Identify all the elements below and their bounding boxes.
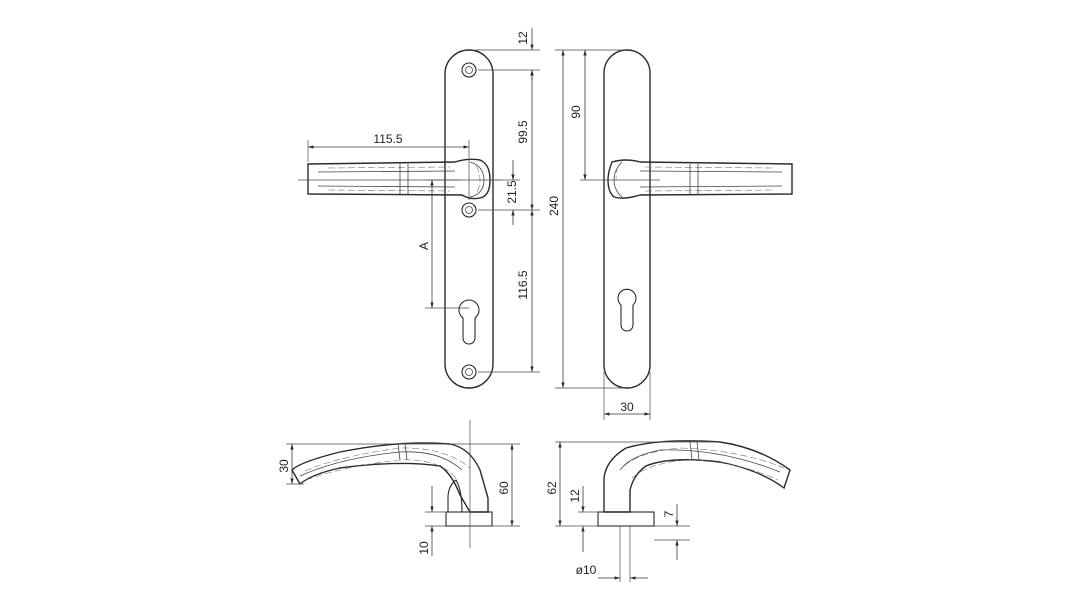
dim-plate-length: 240 xyxy=(547,196,561,216)
dim-right-overall-height: 62 xyxy=(545,481,559,495)
dim-backset-a: A xyxy=(417,242,431,250)
dim-handle-projection: 115.5 xyxy=(373,132,402,146)
front-handle-lever xyxy=(307,158,491,200)
rear-handle-lever xyxy=(607,159,793,199)
side-view-left xyxy=(291,420,493,548)
dim-top-to-spindle: 90 xyxy=(569,105,583,119)
side-right-dimensions: 62 12 7 ø10 xyxy=(545,441,720,580)
rear-dimensions: 240 90 30 xyxy=(547,49,651,420)
rear-cylinder-hole xyxy=(617,288,637,332)
side-right-rose xyxy=(597,511,655,527)
dim-spindle-diameter: ø10 xyxy=(576,563,597,577)
dim-upper-screw-to-spindle: 99.5 xyxy=(516,120,530,144)
dim-top-screw-offset: 12 xyxy=(516,31,530,45)
rear-view xyxy=(580,49,793,389)
front-bottom-screw xyxy=(461,364,477,380)
rear-backplate xyxy=(603,49,651,389)
dim-neck-height: 12 xyxy=(568,489,582,503)
side-left-rose xyxy=(445,511,493,527)
dim-left-overall-height: 60 xyxy=(497,481,511,495)
front-cylinder-hole xyxy=(458,299,480,345)
dim-rose-height: 10 xyxy=(417,541,431,555)
dim-lower-screw-to-cylinder: 116.5 xyxy=(516,270,530,299)
dim-rose-offset: 7 xyxy=(662,510,676,517)
front-dimensions: 115.5 12 99.5 21.5 116.5 A xyxy=(307,28,540,373)
front-top-screw xyxy=(461,62,477,78)
dim-plate-width: 30 xyxy=(620,400,634,414)
dim-lever-thickness: 30 xyxy=(277,459,291,473)
front-view xyxy=(298,49,500,389)
side-left-dimensions: 30 60 10 xyxy=(277,443,520,556)
front-backplate xyxy=(444,49,494,389)
side-view-right xyxy=(597,440,791,582)
front-middle-screw xyxy=(461,202,477,218)
dim-spindle-to-lower-screw: 21.5 xyxy=(505,180,519,204)
